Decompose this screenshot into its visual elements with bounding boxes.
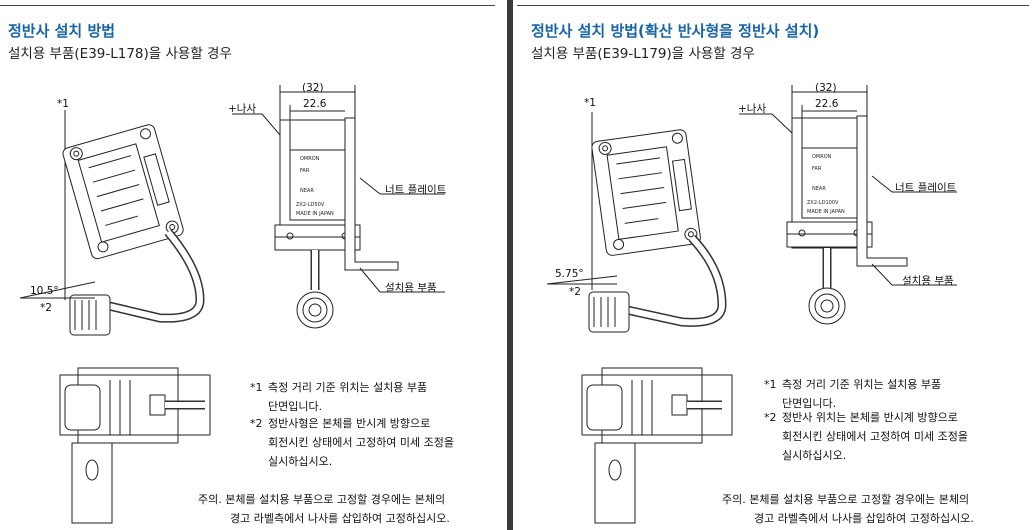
caution-text: 주의. 본체를 설치용 부품으로 고정할 경우에는 본체의 경고 라벨측에서 나… — [722, 490, 974, 528]
ref-mark-2: *2 — [40, 302, 52, 314]
caution-line-2: 경고 라벨측에서 나사를 삽입하여 고정하십시오. — [754, 512, 974, 525]
near-label: NEAR — [812, 186, 826, 192]
note-2-line-3: 실시하십시오. — [268, 455, 333, 468]
far-label: FAR — [300, 168, 310, 174]
note-2-line-3: 실시하십시오. — [782, 449, 847, 462]
panel-divider — [507, 0, 513, 530]
origin-label: MADE IN JAPAN — [807, 209, 845, 215]
note-1-line-2: 단면입니다. — [782, 397, 837, 410]
model-label: ZX2-LD100V — [807, 200, 839, 206]
top-rule — [517, 5, 1029, 6]
note-2-line-2: 회전시킨 상태에서 고정하여 미세 조정을 — [782, 430, 969, 443]
top-rule — [0, 5, 495, 6]
section-subtitle: 설치용 부품(E39-L178)을 사용할 경우 — [8, 46, 232, 62]
note-2-line-1: 정반사 위치는 본체를 반시계 방향으로 — [782, 411, 958, 424]
dim-inner: 22.6 — [815, 98, 839, 110]
section-title: 정반사 설치 방법 — [8, 22, 116, 40]
note-1-mark: *1 — [250, 381, 263, 394]
right-panel: 정반사 설치 방법(확산 반사형을 정반사 설치) 설치용 부품(E39-L17… — [517, 0, 1035, 530]
note-2-mark: *2 — [250, 417, 263, 430]
note-1-line-2: 단면입니다. — [268, 400, 323, 413]
left-panel: 정반사 설치 방법 설치용 부품(E39-L178)을 사용할 경우 — [0, 0, 505, 530]
note-2: *2 정반사형은 본체를 반시계 방향으로 회전시킨 상태에서 고정하여 미세 조… — [250, 414, 454, 471]
ref-mark-1: *1 — [57, 98, 69, 110]
origin-label: MADE IN JAPAN — [296, 211, 334, 217]
caution-line-2: 경고 라벨측에서 나사를 삽입하여 고정하십시오. — [230, 512, 450, 525]
caution-text: 주의. 본체를 설치용 부품으로 고정할 경우에는 본체의 경고 라벨측에서 나… — [198, 490, 450, 528]
ref-mark-1: *1 — [584, 97, 596, 109]
angle-label: 5.75° — [555, 268, 584, 280]
near-label: NEAR — [300, 188, 314, 194]
screw-label: +나사 — [738, 103, 767, 115]
note-2-mark: *2 — [764, 411, 777, 424]
section-subtitle: 설치용 부품(E39-L179)을 사용할 경우 — [531, 46, 755, 62]
dim-inner: 22.6 — [303, 98, 327, 110]
brand-logo-text: OMRON — [300, 156, 320, 162]
model-label: ZX2-LD50V — [296, 202, 325, 208]
note-1-line-1: 측정 거리 기준 위치는 설치용 부품 — [782, 378, 942, 391]
note-1-mark: *1 — [764, 378, 777, 391]
screw-label: +나사 — [228, 103, 257, 115]
angle-label: 10.5° — [30, 285, 59, 297]
note-2: *2 정반사 위치는 본체를 반시계 방향으로 회전시킨 상태에서 고정하여 미세… — [764, 408, 968, 465]
dim-outer: (32) — [815, 82, 837, 94]
note-1-line-1: 측정 거리 기준 위치는 설치용 부품 — [268, 381, 428, 394]
note-2-line-1: 정반사형은 본체를 반시계 방향으로 — [268, 417, 431, 430]
section-title: 정반사 설치 방법(확산 반사형을 정반사 설치) — [531, 22, 820, 40]
far-label: FAR — [812, 166, 822, 172]
note-1: *1 측정 거리 기준 위치는 설치용 부품 단면입니다. — [764, 375, 941, 413]
nut-plate-label: 너트 플레이트 — [895, 182, 957, 194]
note-2-line-2: 회전시킨 상태에서 고정하여 미세 조정을 — [268, 436, 455, 449]
dim-outer: (32) — [302, 82, 324, 94]
mounting-drawing: OMRON FAR NEAR ZX2-LD50V MADE IN JAPAN — [19, 85, 445, 524]
caution-line-1: 주의. 본체를 설치용 부품으로 고정할 경우에는 본체의 — [722, 493, 970, 506]
nut-plate-label: 너트 플레이트 — [385, 184, 447, 196]
caution-line-1: 주의. 본체를 설치용 부품으로 고정할 경우에는 본체의 — [198, 493, 446, 506]
mounting-drawing: OMRON FAR NEAR ZX2-LD100V MADE IN JAPAN — [546, 85, 957, 524]
ref-mark-2: *2 — [569, 286, 581, 298]
bracket-label: 설치용 부품 — [902, 275, 954, 287]
bracket-label: 설치용 부품 — [385, 282, 437, 294]
brand-logo-text: OMRON — [812, 154, 832, 160]
note-1: *1 측정 거리 기준 위치는 설치용 부품 단면입니다. — [250, 378, 427, 416]
